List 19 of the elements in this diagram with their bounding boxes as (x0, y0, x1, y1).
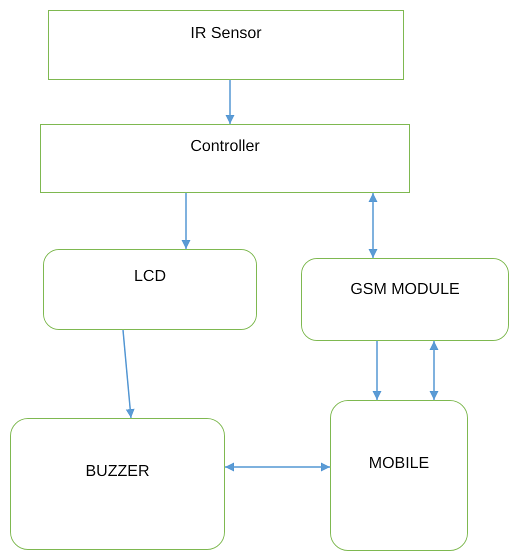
node-label: BUZZER (86, 463, 150, 481)
process-box (40, 124, 410, 193)
node-label: Controller (190, 138, 260, 156)
process-box (48, 10, 404, 80)
rounded-process-box (301, 258, 509, 341)
arrow (430, 341, 438, 400)
node-label: IR Sensor (190, 25, 262, 43)
arrow (225, 462, 330, 472)
arrow (226, 80, 234, 124)
arrow (182, 193, 190, 249)
rounded-process-box (10, 418, 225, 550)
arrow (368, 193, 378, 258)
arrow (122, 330, 135, 418)
rounded-process-box (43, 249, 257, 330)
arrow (372, 341, 382, 400)
node-label: MOBILE (368, 455, 430, 473)
node-label: GSM MODULE (350, 281, 460, 299)
node-label: LCD (134, 268, 166, 286)
rounded-process-box (330, 400, 468, 551)
